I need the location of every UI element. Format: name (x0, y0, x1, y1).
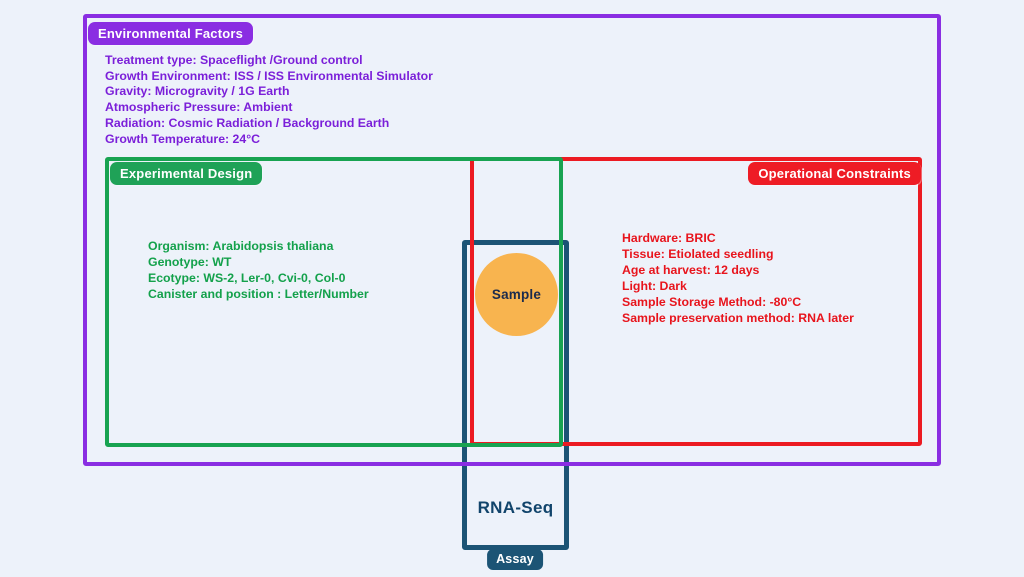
environmental-factors-label: Environmental Factors (88, 22, 254, 45)
operational-constraints-list: Hardware: BRIC Tissue: Etiolated seedlin… (622, 230, 854, 326)
assay-label: Assay (487, 549, 543, 570)
operational-constraints-box (470, 157, 922, 446)
exp-design-line: Organism: Arabidopsis thaliana (148, 239, 334, 253)
exp-design-line: Genotype: WT (148, 255, 232, 269)
ops-constraint-line: Tissue: Etiolated seedling (622, 247, 774, 261)
experimental-design-box (105, 157, 563, 447)
exp-design-line: Ecotype: WS-2, Ler-0, Cvi-0, Col-0 (148, 271, 346, 285)
assay-method-label: RNA-Seq (477, 498, 554, 517)
sample-circle: Sample (475, 253, 558, 336)
env-factor-line: Treatment type: Spaceflight /Ground cont… (105, 53, 363, 67)
env-factor-line: Gravity: Microgravity / 1G Earth (105, 84, 290, 99)
experimental-design-list: Organism: Arabidopsis thaliana Genotype:… (148, 238, 369, 302)
sample-label: Sample (491, 287, 542, 302)
env-factor-line: Atmospheric Pressure: Ambient (105, 100, 293, 115)
ops-constraint-line: Hardware: BRIC (622, 231, 716, 245)
operational-constraints-label: Operational Constraints (748, 162, 921, 185)
ops-constraint-line: Light: Dark (622, 279, 687, 293)
ops-constraint-line: Sample Storage Method: -80°C (622, 295, 802, 309)
env-factor-line: Growth Temperature: 24°C (105, 131, 261, 146)
experimental-design-label: Experimental Design (110, 162, 263, 185)
environmental-factors-box (83, 14, 941, 466)
ops-constraint-line: Age at harvest: 12 days (622, 263, 760, 277)
ops-constraint-line: Sample preservation method: RNA later (622, 311, 854, 325)
assay-box (462, 240, 569, 550)
exp-design-line: Canister and position : Letter/Number (148, 287, 369, 301)
env-factor-line: Radiation: Cosmic Radiation / Background… (105, 115, 390, 130)
environmental-factors-list: Treatment type: Spaceflight /Ground cont… (105, 53, 433, 147)
env-factor-line: Growth Environment: ISS / ISS Environmen… (105, 68, 433, 83)
